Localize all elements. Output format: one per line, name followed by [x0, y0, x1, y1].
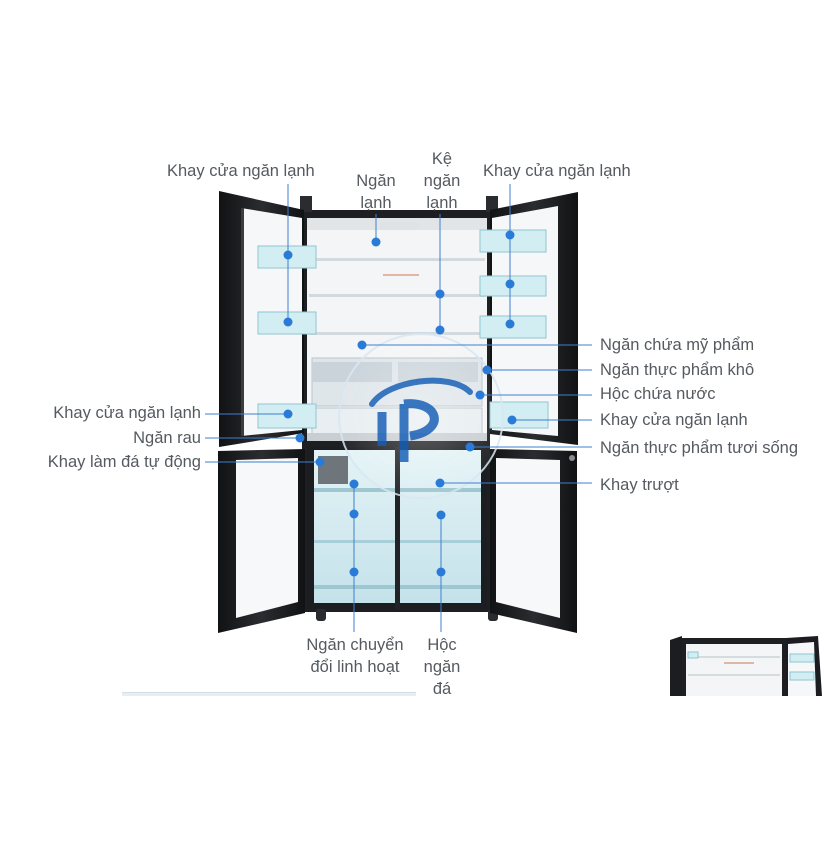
callout-dot [435, 325, 445, 335]
callout-dot [505, 319, 515, 329]
callout-dot [357, 340, 367, 350]
callout-dot [283, 250, 293, 260]
divider [122, 692, 416, 696]
label-ngan-chuyen-doi-linh-hoat: Ngăn chuyển đổi linh hoạt [306, 636, 404, 676]
callout-dot [436, 510, 446, 520]
label-ngan-rau: Ngăn rau [133, 429, 201, 447]
label-khay-cua-ngan-lanh-top-right: Khay cửa ngăn lạnh [483, 162, 631, 180]
callout-dot [505, 279, 515, 289]
callout-dot [349, 567, 359, 577]
callout-dot [435, 289, 445, 299]
callout-dot [295, 433, 305, 443]
callout-dot [283, 409, 293, 419]
callout-dot [283, 317, 293, 327]
thumbnail-fridge-image[interactable] [668, 636, 828, 696]
label-ngan-thuc-pham-tuoi-song: Ngăn thực phẩm tươi sống [600, 439, 799, 457]
label-ngan-thuc-pham-kho: Ngăn thực phẩm khô [600, 361, 755, 379]
left-upper-door [219, 191, 317, 447]
callout-dot [505, 230, 515, 240]
label-khay-lam-da-tu-dong: Khay làm đá tự động [47, 453, 201, 471]
label-khay-cua-ngan-lanh-top-left: Khay cửa ngăn lạnh [167, 162, 315, 180]
left-lower-door [218, 449, 305, 633]
label-hoc-ngan-da: Hộc ngăn đá [423, 636, 461, 698]
callout-dot [482, 365, 492, 375]
label-khay-cua-ngan-lanh-mid-left: Khay cửa ngăn lạnh [53, 404, 201, 422]
right-upper-door [479, 192, 578, 445]
callout-dots [283, 230, 517, 577]
callout-dot [349, 479, 359, 489]
label-khay-cua-ngan-lanh-mid-right: Khay cửa ngăn lạnh [600, 411, 748, 429]
label-ngan-chua-my-pham: Ngăn chứa mỹ phẩm [600, 336, 755, 354]
callout-dot [315, 457, 325, 467]
label-ngan-lanh: Ngăn lạnh [356, 172, 396, 212]
callout-dot [349, 509, 359, 519]
right-lower-door [490, 449, 577, 633]
callout-dot [507, 415, 517, 425]
label-ke-ngan-lanh: Kệ ngăn lạnh [423, 150, 461, 212]
tp-logo-icon [338, 333, 504, 499]
callout-dot [475, 390, 485, 400]
label-hoc-chua-nuoc: Hộc chứa nước [600, 385, 716, 403]
label-khay-truot: Khay trượt [600, 476, 679, 494]
callout-dot [465, 442, 475, 452]
callout-dot [371, 237, 381, 247]
callout-dot [436, 567, 446, 577]
callout-dot [435, 478, 445, 488]
